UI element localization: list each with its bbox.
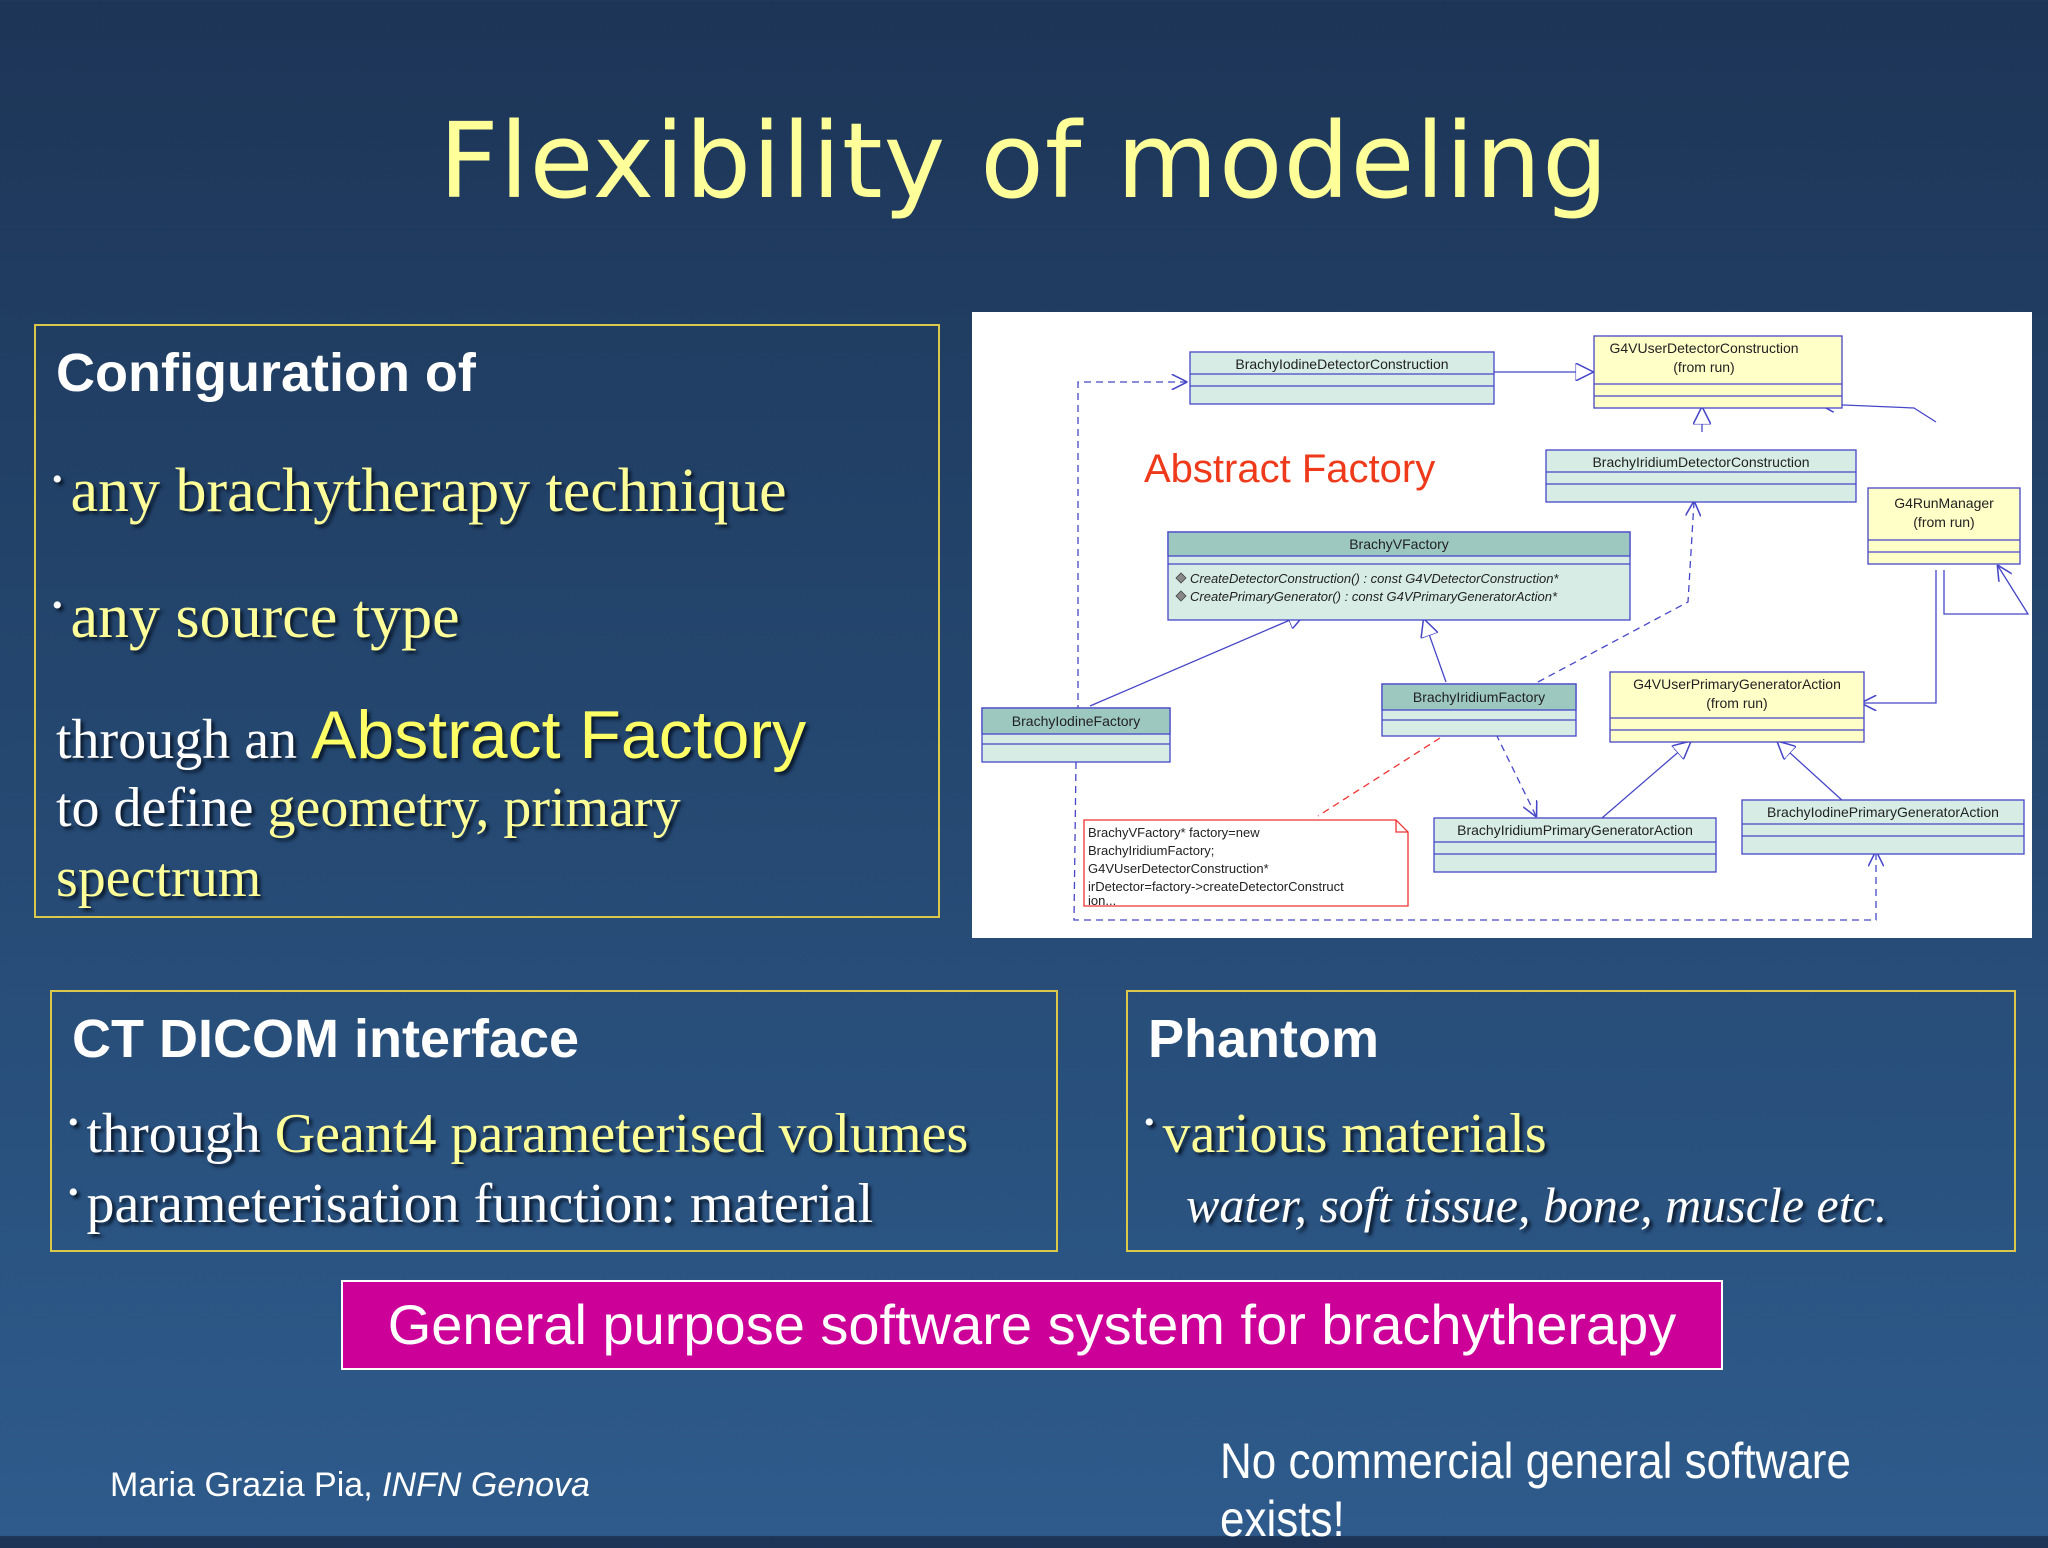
uml-class-run-manager: G4RunManager (from run) (1867, 487, 2021, 565)
config-define-line: to define geometry, primary (56, 776, 681, 840)
author-org: INFN Genova (382, 1466, 590, 1504)
phantom-heading: Phantom (1148, 1009, 1380, 1069)
uml-note: BrachyVFactory* factory=new BrachyIridiu… (1083, 819, 1409, 908)
abstract-factory-label: Abstract Factory (1144, 447, 1435, 491)
config-spectrum-line: spectrum (56, 847, 262, 909)
bullet-text: any brachytherapy technique (70, 457, 787, 525)
operation-icon (1175, 590, 1187, 602)
note-line: BrachyIridiumFactory; (1088, 843, 1214, 858)
config-bullet-source: •any source type (52, 582, 460, 653)
note-line: G4VUserDetectorConstruction* (1088, 861, 1269, 876)
note-line: ion... (1088, 893, 1116, 908)
config-bullet-technique: •any brachytherapy technique (52, 456, 787, 527)
package-label: (from run) (1913, 514, 1974, 530)
uml-class-iodine-detector: BrachyIodineDetectorConstruction (1189, 351, 1495, 405)
bullet-dot: • (1144, 1106, 1155, 1140)
phantom-bullet-materials: •various materials (1144, 1102, 1547, 1166)
class-name: BrachyIodinePrimaryGeneratorAction (1767, 804, 1999, 820)
class-name: BrachyIodineFactory (1012, 713, 1140, 729)
class-name: BrachyIridiumDetectorConstruction (1592, 454, 1809, 470)
package-label: (from run) (1673, 359, 1734, 375)
class-name: BrachyIridiumFactory (1413, 689, 1545, 705)
footer-author: Maria Grazia Pia, INFN Genova (110, 1466, 590, 1505)
class-name: BrachyVFactory (1349, 536, 1449, 552)
bullet-dot: • (68, 1106, 79, 1140)
configuration-heading: Configuration of (56, 343, 476, 403)
phantom-examples: water, soft tissue, bone, muscle etc. (1186, 1177, 1888, 1233)
uml-class-g4v-pga: G4VUserPrimaryGeneratorAction (from run) (1609, 671, 1865, 743)
note-line: irDetector=factory->createDetectorConstr… (1088, 879, 1344, 894)
summary-banner: General purpose software system for brac… (341, 1280, 1723, 1370)
ct-bullet-parameterisation: •parameterisation function: material (68, 1172, 873, 1236)
define-prefix: to define (56, 777, 254, 839)
package-label: (from run) (1706, 695, 1767, 711)
uml-class-iodine-pga: BrachyIodinePrimaryGeneratorAction (1741, 799, 2025, 855)
ct-dicom-box: CT DICOM interface •through Geant4 param… (50, 990, 1058, 1252)
author-name: Maria Grazia Pia, (110, 1466, 373, 1504)
note-line: BrachyVFactory* factory=new (1088, 825, 1260, 840)
bullet-dot: • (68, 1176, 79, 1210)
ct-dicom-heading: CT DICOM interface (72, 1009, 580, 1069)
class-name: G4VUserPrimaryGeneratorAction (1633, 676, 1841, 692)
define-rest: geometry, primary (267, 777, 681, 839)
class-name: G4RunManager (1894, 495, 1994, 511)
operation: CreateDetectorConstruction() : const G4V… (1190, 571, 1559, 586)
footer-note: No commercial general software exists! (1220, 1433, 1851, 1547)
class-name: BrachyIridiumPrimaryGeneratorAction (1457, 822, 1693, 838)
uml-class-vfactory: BrachyVFactory CreateDetectorConstructio… (1167, 531, 1631, 621)
uml-diagram: BrachyIodineDetectorConstruction G4VUser… (972, 312, 2032, 938)
bullet-text: parameterisation function: material (86, 1173, 874, 1235)
bullet-text: any source type (70, 583, 460, 651)
through-prefix: through an (56, 709, 298, 771)
uml-class-iridium-factory: BrachyIridiumFactory (1381, 683, 1577, 737)
note-anchor-line (1317, 737, 1441, 817)
bullet-dot: • (52, 463, 63, 497)
uml-class-iodine-factory: BrachyIodineFactory (981, 707, 1171, 763)
uml-class-iridium-detector: BrachyIridiumDetectorConstruction (1545, 449, 1857, 503)
phantom-box: Phantom •various materials water, soft t… (1126, 990, 2016, 1252)
class-name: BrachyIodineDetectorConstruction (1235, 356, 1448, 372)
bullet-dot: • (52, 589, 63, 623)
configuration-box: Configuration of •any brachytherapy tech… (34, 324, 940, 918)
volumes-text: Geant4 parameterised volumes (274, 1103, 969, 1165)
uml-class-iridium-pga: BrachyIridiumPrimaryGeneratorAction (1433, 817, 1717, 873)
class-name: G4VUserDetectorConstruction (1609, 340, 1798, 356)
operation: CreatePrimaryGenerator() : const G4VPrim… (1190, 589, 1558, 604)
operation-icon (1175, 572, 1187, 584)
config-through-line: through an Abstract Factory (56, 696, 806, 774)
abstract-factory-highlight: Abstract Factory (311, 697, 807, 773)
bullet-text: various materials (1162, 1103, 1547, 1165)
uml-class-g4v-detector: G4VUserDetectorConstruction (from run) (1593, 335, 1843, 409)
through-prefix: through (86, 1103, 261, 1165)
slide-title: Flexibility of modeling (438, 100, 1610, 222)
ct-bullet-volumes: •through Geant4 parameterised volumes (68, 1102, 968, 1166)
uml-connectors (1073, 372, 2030, 921)
